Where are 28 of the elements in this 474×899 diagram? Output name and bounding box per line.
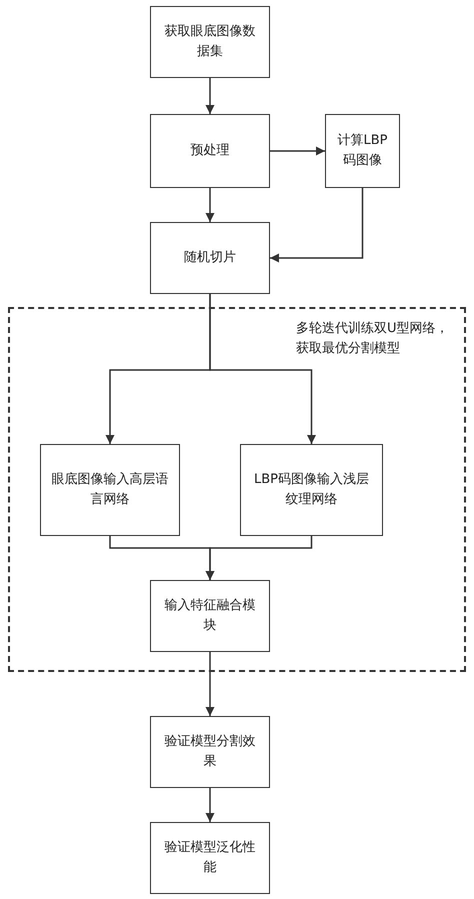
box-label: 输入特征融合模块	[164, 597, 256, 635]
box-label: 验证模型分割效果	[164, 733, 256, 771]
arrow	[270, 146, 325, 156]
arrow	[206, 536, 312, 580]
arrow	[206, 78, 214, 114]
box-label: 验证模型泛化性能	[164, 839, 256, 877]
process-box	[150, 822, 270, 894]
arrow	[206, 188, 214, 222]
arrow	[270, 188, 364, 262]
dashed-group-box	[8, 307, 466, 672]
process-box	[150, 6, 270, 78]
process-box	[150, 580, 270, 652]
process-box	[150, 222, 270, 294]
box-label: 计算LBP码图像	[336, 132, 388, 170]
process-box	[240, 444, 383, 536]
box-label: 眼底图像输入高层语言网络	[50, 471, 170, 509]
box-label: 获取眼底图像数据集	[164, 23, 256, 61]
process-box	[40, 444, 180, 536]
box-label: LBP码图像输入浅层纹理网络	[252, 471, 370, 509]
process-box	[150, 716, 270, 788]
arrow	[209, 294, 316, 444]
group-label: 多轮迭代训练双U型网络，获取最优分割模型	[296, 320, 450, 358]
process-box	[150, 114, 270, 188]
box-label: 预处理	[190, 142, 230, 160]
arrow	[206, 788, 214, 822]
box-label: 随机切片	[183, 249, 237, 267]
arrow	[206, 652, 214, 716]
process-box	[325, 114, 400, 188]
